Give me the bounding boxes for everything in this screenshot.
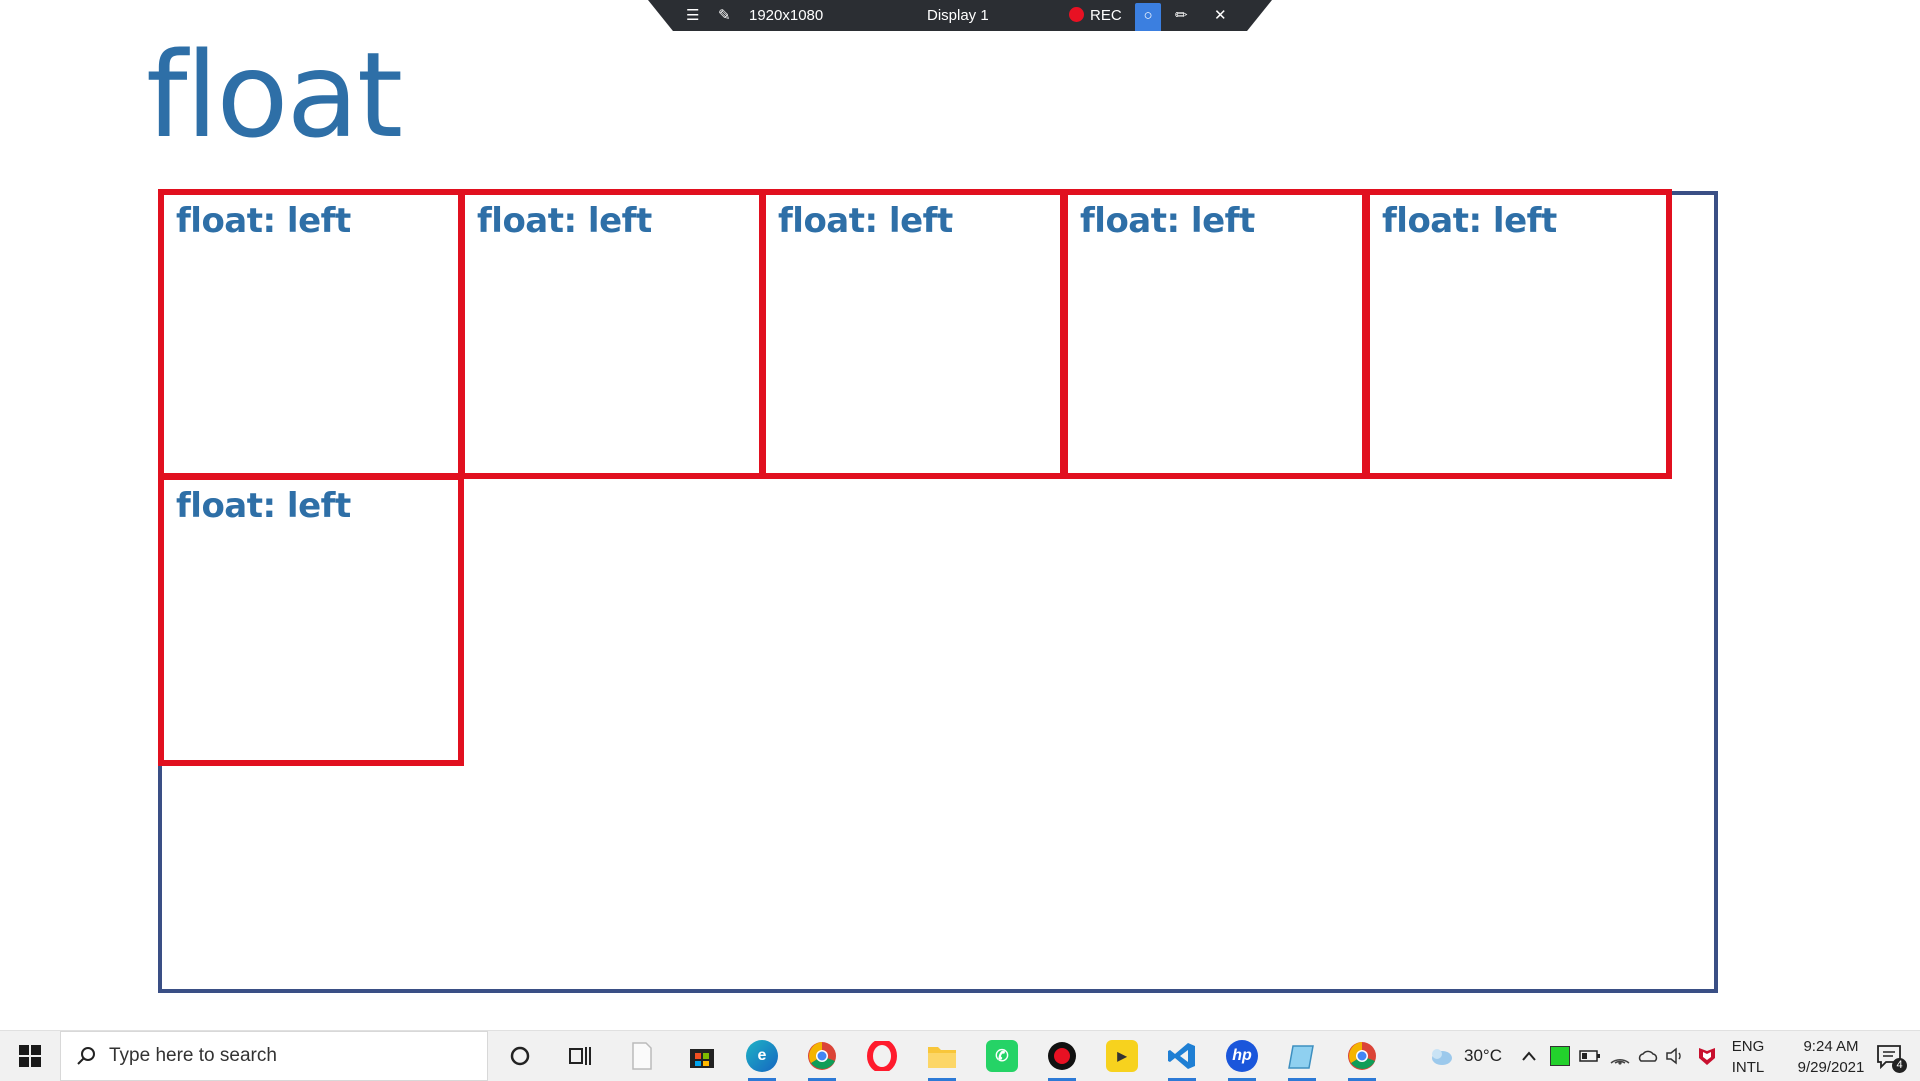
pencil-icon[interactable]: ✏ — [1175, 7, 1188, 24]
opera-icon[interactable] — [860, 1031, 904, 1081]
float-box-label: float: left — [778, 201, 953, 241]
rec-label: REC — [1090, 7, 1122, 24]
recording-toolbar: ☰ ✎ 1920x1080 Display 1 REC ○ ✏ ✕ — [648, 0, 1272, 31]
green-tray-square — [1550, 1046, 1570, 1066]
notepad-icon[interactable] — [1280, 1031, 1324, 1081]
cortana-icon[interactable] — [500, 1031, 540, 1081]
float-box-1: float: left — [158, 189, 464, 479]
green-tray-icon[interactable] — [1546, 1031, 1574, 1081]
battery-icon[interactable] — [1576, 1031, 1604, 1081]
float-box-3: float: left — [760, 189, 1066, 479]
weather-icon[interactable] — [1424, 1031, 1458, 1081]
float-box-label: float: left — [176, 486, 351, 526]
taskbar: Type here to search e ✆ ▶ hp — [0, 1030, 1920, 1081]
close-icon[interactable]: ✕ — [1214, 7, 1227, 24]
float-box-label: float: left — [176, 201, 351, 241]
chrome-icon[interactable] — [800, 1031, 844, 1081]
onedrive-icon[interactable] — [1634, 1031, 1662, 1081]
rec-button[interactable]: REC — [1069, 0, 1122, 31]
notification-center-button[interactable]: 4 — [1864, 1031, 1914, 1081]
float-box-4: float: left — [1062, 189, 1368, 479]
store-icon[interactable] — [680, 1031, 724, 1081]
language-label: ENG — [1731, 1038, 1765, 1055]
clock[interactable]: 9:24 AM 9/29/2021 — [1776, 1036, 1886, 1078]
float-box-label: float: left — [1080, 201, 1255, 241]
windows-icon — [19, 1045, 41, 1067]
vscode-icon[interactable] — [1160, 1031, 1204, 1081]
float-box-5: float: left — [1364, 189, 1672, 479]
weather-temp[interactable]: 30°C — [1464, 1046, 1502, 1065]
whatsapp-icon[interactable]: ✆ — [980, 1031, 1024, 1081]
search-icon — [77, 1047, 95, 1065]
float-box-label: float: left — [1382, 201, 1557, 241]
float-box-label: float: left — [477, 201, 652, 241]
language-indicator[interactable]: ENG INTL — [1708, 1036, 1788, 1078]
time-label: 9:24 AM — [1803, 1038, 1859, 1055]
record-icon[interactable] — [1040, 1031, 1084, 1081]
wifi-icon[interactable] — [1606, 1031, 1634, 1081]
edge-icon[interactable]: e — [740, 1031, 784, 1081]
file-explorer-icon[interactable] — [920, 1031, 964, 1081]
search-input[interactable]: Type here to search — [60, 1031, 488, 1081]
display-label[interactable]: Display 1 — [927, 7, 989, 24]
search-placeholder: Type here to search — [109, 1045, 277, 1066]
chevron-up-icon[interactable] — [1516, 1031, 1542, 1081]
date-label: 9/29/2021 — [1797, 1059, 1865, 1076]
hp-icon[interactable]: hp — [1220, 1031, 1264, 1081]
resolution-label: 1920x1080 — [749, 7, 824, 24]
notification-count: 4 — [1892, 1058, 1907, 1073]
chrome-icon[interactable] — [1340, 1031, 1384, 1081]
volume-icon[interactable] — [1662, 1031, 1690, 1081]
keyboard-label: INTL — [1731, 1059, 1765, 1076]
player-icon[interactable]: ▶ — [1100, 1031, 1144, 1081]
start-button[interactable] — [0, 1031, 60, 1081]
record-dot-icon — [1069, 7, 1084, 22]
notification-icon — [1877, 1045, 1901, 1069]
slide-title: float — [146, 26, 403, 164]
float-box-6: float: left — [158, 474, 464, 766]
mcafee-icon[interactable] — [1694, 1031, 1720, 1081]
file-icon[interactable] — [620, 1031, 664, 1081]
pin-icon[interactable]: ✎ — [718, 7, 731, 24]
float-box-2: float: left — [459, 189, 765, 479]
webcam-button[interactable]: ○ — [1135, 3, 1161, 31]
menu-icon[interactable]: ☰ — [686, 7, 700, 24]
task-view-icon[interactable] — [560, 1031, 600, 1081]
